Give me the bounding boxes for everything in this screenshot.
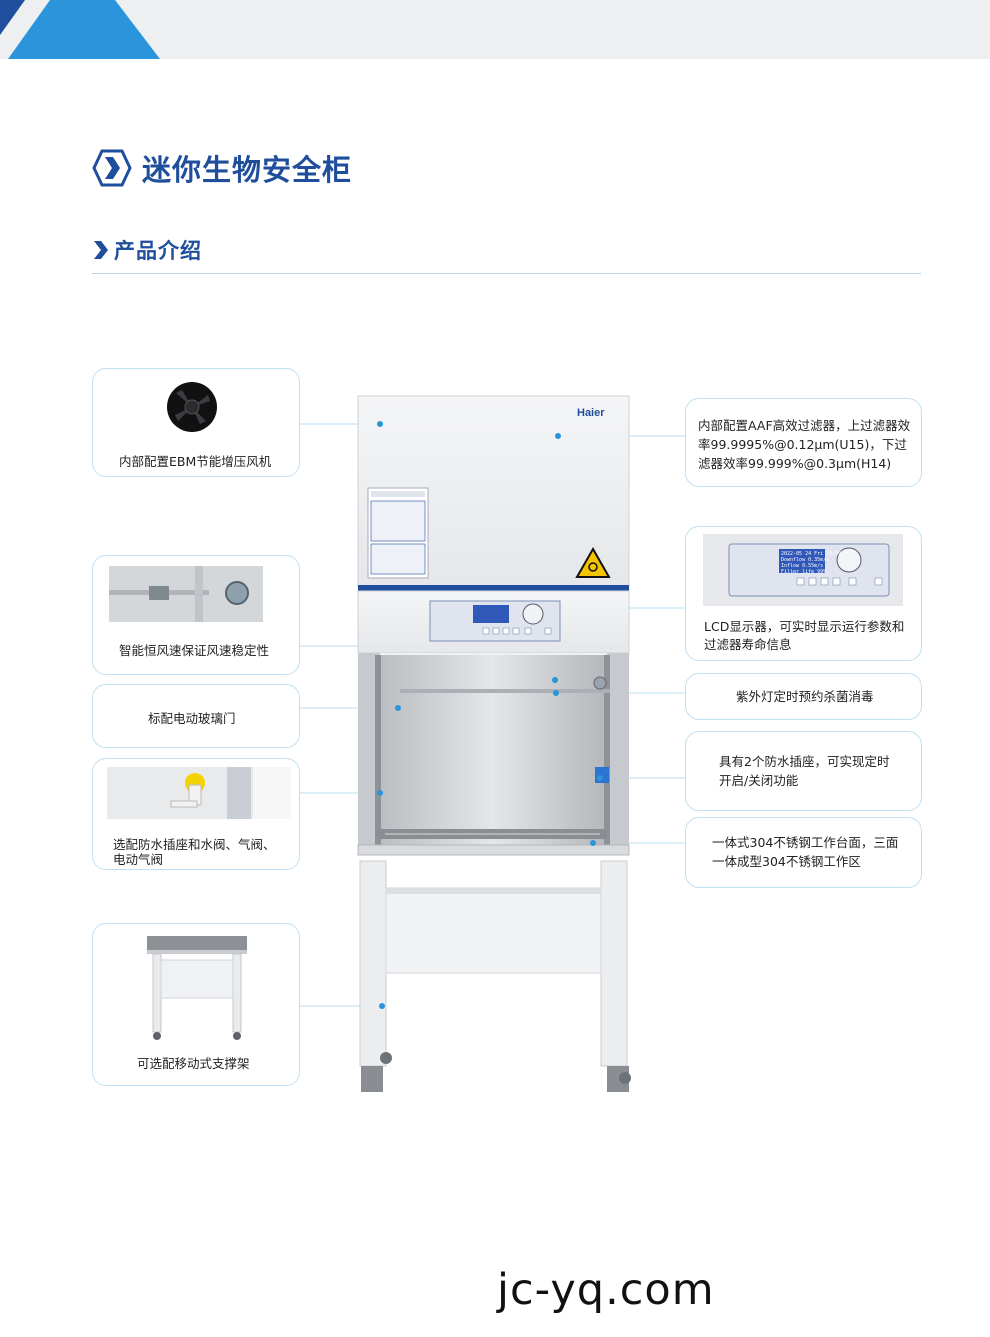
section-divider [92,273,921,274]
fan-icon [167,382,217,432]
feature-caption-line2: 过滤器寿命信息 [704,637,792,652]
feature-caption: 可选配移动式支撑架 [137,1056,250,1071]
feature-card-filter: 内部配置AAF高效过滤器，上过滤器效 率99.9995%@0.12μm(U15)… [685,398,922,487]
lcd-panel-photo [703,534,903,606]
section-heading: 产品介绍 [114,239,202,263]
brand-logo: Haier [577,407,605,419]
feature-card-uv: 紫外灯定时预约杀菌消毒 [685,673,922,720]
chevron-right-icon [94,241,108,259]
lcd-line: Filter life 99% [781,569,827,575]
feature-card-stand: 可选配移动式支撑架 [92,923,300,1086]
lcd-line: 2022-05 24 Fri 10:00 [781,551,842,557]
section-heading-row: 产品介绍 [92,235,202,265]
feature-caption-line1: 内部配置AAF高效过滤器，上过滤器效 [698,418,911,433]
feature-caption-line3: 滤器效率99.999%@0.3μm(H14) [698,456,892,471]
feature-card-airflow: 智能恒风速保证风速稳定性 [92,555,300,675]
feature-caption-line2: 电动气阀 [113,852,164,867]
valve-photo [107,767,291,819]
feature-caption-line2: 一体成型304不锈钢工作区 [712,854,861,869]
feature-caption-line1: 具有2个防水插座，可实现定时 [719,754,890,769]
lcd-line: Downflow 0.35m/s [781,557,830,563]
feature-card-valves: 选配防水插座和水阀、气阀、 电动气阀 [92,758,300,870]
footer-website: jc-yq.com [497,1265,715,1315]
mobile-stand-photo [147,936,247,1040]
lcd-readout: 2022-05 24 Fri 10:00 Downflow 0.35m/s In… [781,551,841,575]
feature-caption-line2: 率99.9995%@0.12μm(U15)，下过 [698,437,907,452]
feature-caption: 标配电动玻璃门 [148,711,236,726]
lcd-line: Inflow 0.55m/s [781,563,824,569]
feature-caption: 智能恒风速保证风速稳定性 [119,643,270,658]
airflow-sensor-photo [109,566,263,622]
feature-caption-line1: 选配防水插座和水阀、气阀、 [113,837,276,852]
feature-caption: 紫外灯定时预约杀菌消毒 [736,689,874,704]
page-title-row: 迷你生物安全柜 [92,148,352,188]
feature-card-worktop: 一体式304不锈钢工作台面，三面 一体成型304不锈钢工作区 [685,817,922,888]
feature-card-lcd: 2022-05 24 Fri 10:00 Downflow 0.35m/s In… [685,526,922,661]
feature-caption-line1: LCD显示器，可实时显示运行参数和 [704,619,905,634]
feature-card-glass: 标配电动玻璃门 [92,684,300,748]
biosafety-cabinet-illustration [357,395,631,1092]
feature-card-fan: 内部配置EBM节能增压风机 [92,368,300,477]
feature-caption: 内部配置EBM节能增压风机 [119,454,272,469]
banner-stripe [0,0,160,59]
feature-card-socket: 具有2个防水插座，可实现定时 开启/关闭功能 [685,731,922,811]
page-title: 迷你生物安全柜 [142,153,353,187]
feature-caption-line1: 一体式304不锈钢工作台面，三面 [712,835,899,850]
chevron-badge-icon [92,149,132,187]
top-banner [0,0,990,59]
feature-caption-line2: 开启/关闭功能 [719,773,799,788]
